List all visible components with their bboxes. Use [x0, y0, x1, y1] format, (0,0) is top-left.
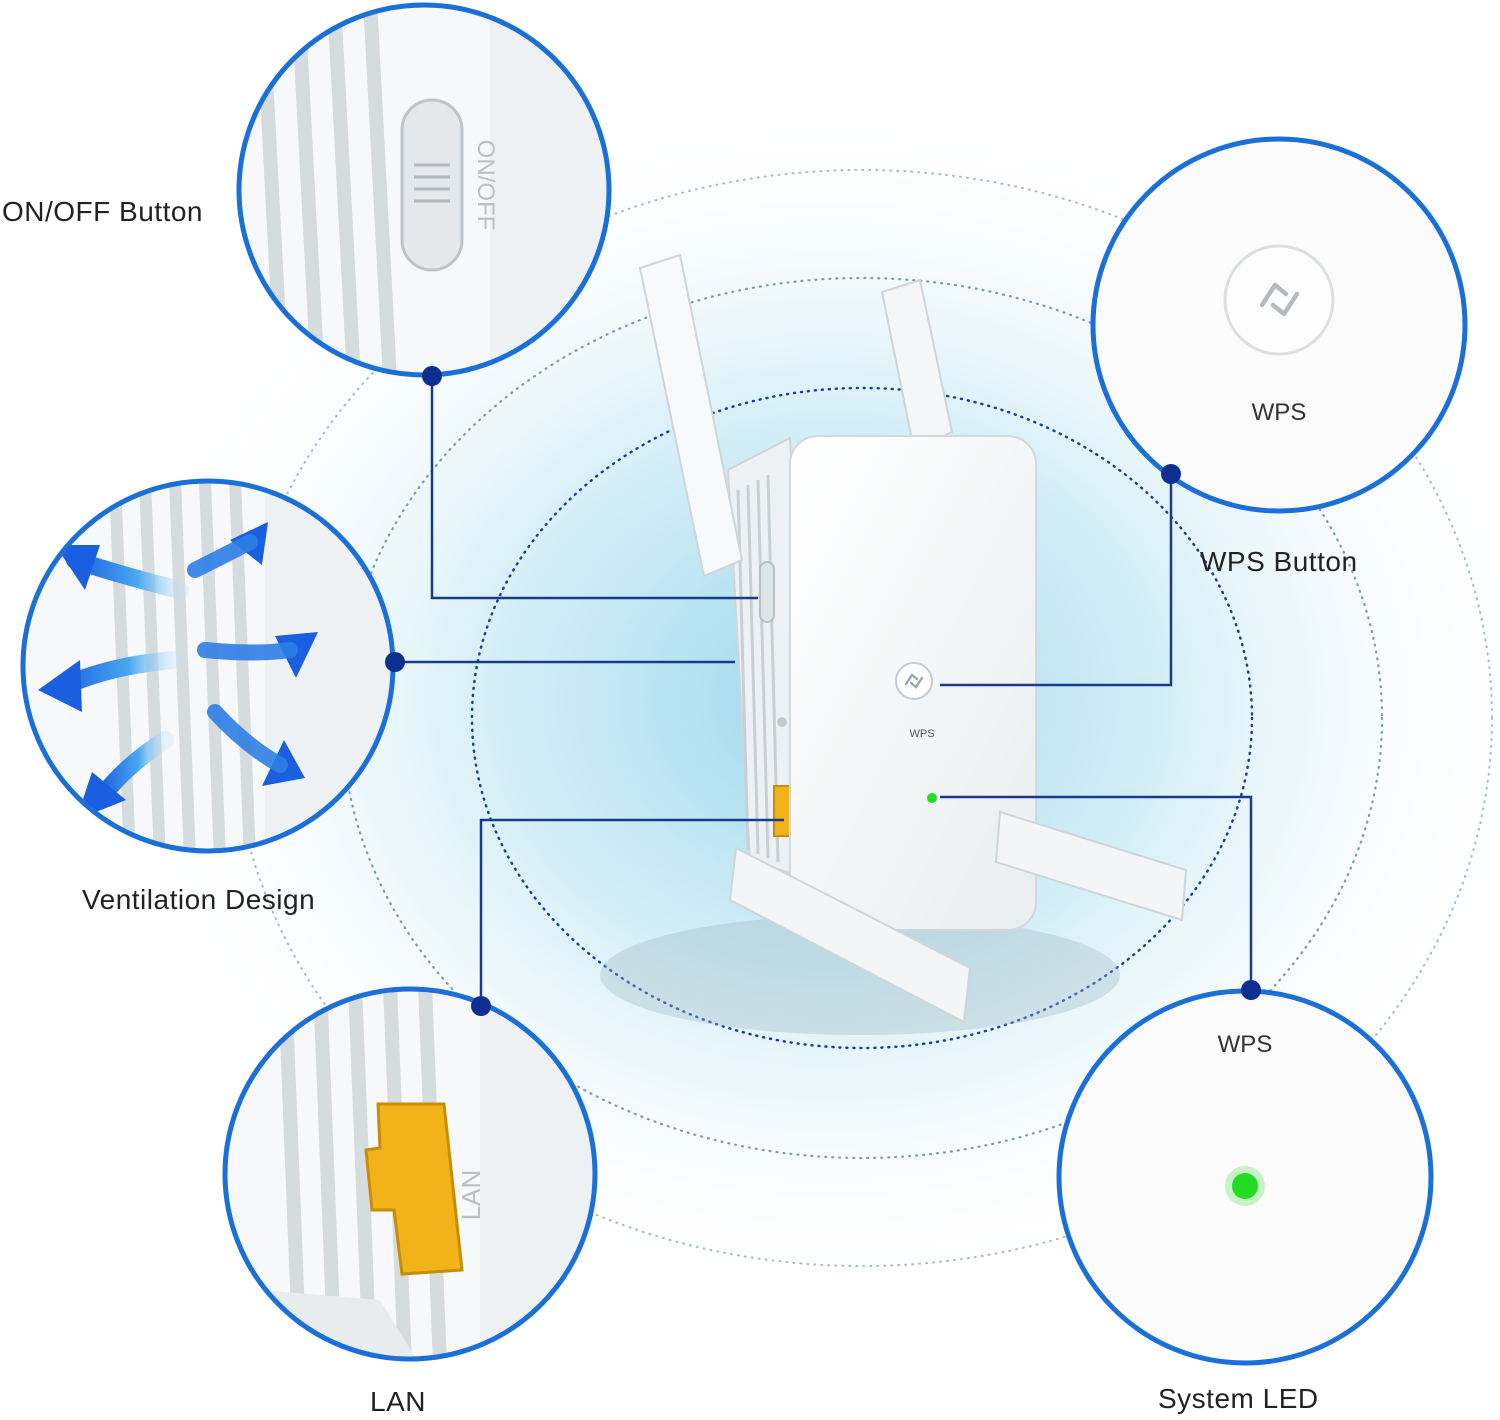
antenna-back: [880, 278, 954, 452]
signal-ring-middle: [340, 276, 1384, 1160]
signal-rings: [231, 169, 1493, 1267]
device-reset-hole: [777, 717, 787, 727]
leader-lines: [395, 376, 1253, 1006]
callout-onoff-printed-text: ON/OFF: [472, 140, 499, 231]
lan-port-icon: [364, 1102, 464, 1276]
callout-lan: LAN: [222, 986, 598, 1362]
wps-icon: [1223, 244, 1335, 356]
leader-dot-ventilation: [385, 652, 405, 672]
device-wps-text: WPS: [909, 728, 934, 740]
label-lan: LAN: [370, 1386, 426, 1417]
leader-line-led: [940, 795, 1253, 990]
label-system-led: System LED: [1158, 1383, 1319, 1414]
leader-line-onoff: [430, 376, 758, 600]
antenna-front: [638, 253, 744, 578]
callout-system-led: WPS: [1056, 980, 1434, 1366]
signal-ring-outer: [231, 169, 1493, 1267]
callout-onoff: ON/OFF: [236, 2, 612, 386]
leader-dot-led: [1241, 980, 1261, 1000]
signal-ring-inner: [470, 386, 1254, 1050]
callout-led-printed-text: WPS: [1218, 1031, 1273, 1058]
device-stand: [728, 810, 1188, 1024]
leader-dot-lan: [471, 996, 491, 1016]
power-switch-icon: [400, 98, 464, 272]
label-onoff-button: ON/OFF Button: [2, 196, 203, 227]
device-wps-button: [895, 662, 933, 700]
device-shadow: [600, 915, 1120, 1035]
device-status-led: [927, 793, 937, 803]
callout-lan-printed-text: LAN: [456, 1170, 486, 1221]
device-power-switch: [759, 561, 775, 623]
callout-wps: WPS: [1090, 136, 1468, 514]
callout-wps-printed-text: WPS: [1252, 399, 1307, 426]
leader-line-lan: [479, 818, 784, 1006]
label-ventilation-design: Ventilation Design: [82, 884, 316, 915]
status-led-icon: [1232, 1173, 1258, 1199]
leader-dot-onoff: [422, 366, 442, 386]
wifi-extender-device: WPS: [638, 253, 1188, 1024]
leader-line-wps: [940, 474, 1173, 687]
leader-dot-wps: [1161, 464, 1181, 484]
label-wps-button: WPS Button: [1200, 546, 1358, 577]
